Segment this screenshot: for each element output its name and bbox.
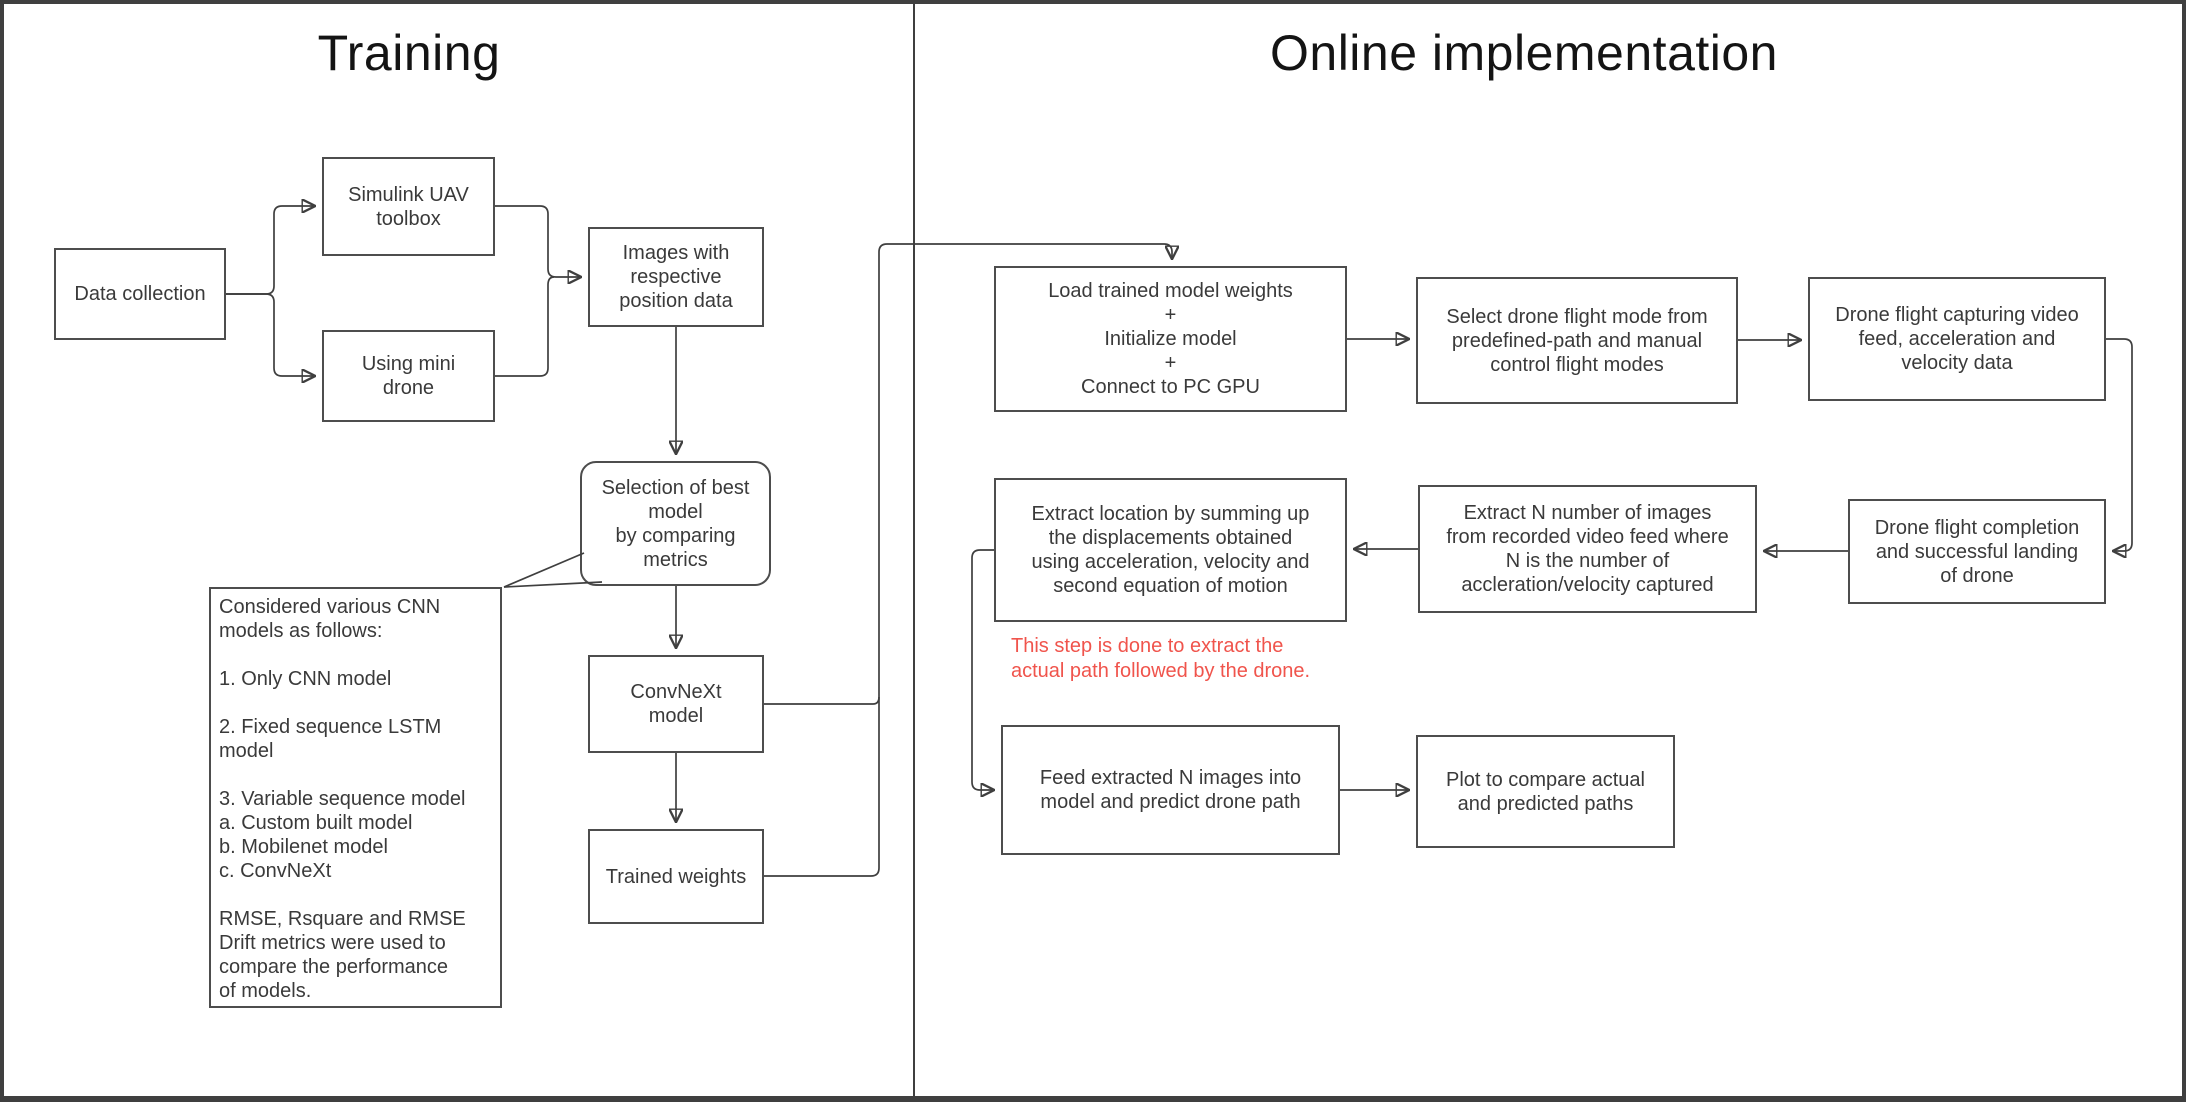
node-feed-images-predict: Feed extracted N images into model and p… bbox=[1001, 725, 1340, 855]
node-select-flight-mode: Select drone flight mode from predefined… bbox=[1416, 277, 1738, 404]
online-implementation-section-title: Online implementation bbox=[1270, 25, 1778, 81]
node-drone-flight-capture: Drone flight capturing video feed, accel… bbox=[1808, 277, 2106, 401]
red-annotation-actual-path: This step is done to extract the actual … bbox=[1011, 635, 1311, 682]
training-section-title: Training bbox=[317, 25, 501, 81]
connector-simulink-to-images bbox=[495, 205, 580, 277]
node-using-mini-drone: Using mini drone bbox=[322, 330, 495, 422]
node-images-with-position-data: Images with respective position data bbox=[588, 227, 764, 327]
node-load-model-weights: Load trained model weights + Initialize … bbox=[994, 266, 1347, 412]
node-convnext-model: ConvNeXt model bbox=[588, 655, 764, 753]
node-flight-completion: Drone flight completion and successful l… bbox=[1848, 499, 2106, 604]
node-extract-n-images: Extract N number of images from recorded… bbox=[1418, 485, 1757, 613]
note-considered-cnn-models: Considered various CNN models as follows… bbox=[209, 587, 502, 1008]
node-trained-weights: Trained weights bbox=[588, 829, 764, 924]
section-divider-line bbox=[913, 4, 915, 1096]
callout-tail-upper-line bbox=[503, 552, 585, 588]
connector-extractloc-to-feed bbox=[971, 549, 994, 790]
connector-minidrone-to-images bbox=[495, 276, 555, 377]
node-plot-compare-paths: Plot to compare actual and predicted pat… bbox=[1416, 735, 1675, 848]
connector-capture-to-completion bbox=[2106, 338, 2133, 551]
connector-datacollection-to-minidrone bbox=[226, 293, 314, 376]
node-simulink-uav-toolbox: Simulink UAV toolbox bbox=[322, 157, 495, 256]
connector-convnext-join-channel bbox=[764, 696, 880, 705]
node-data-collection: Data collection bbox=[54, 248, 226, 340]
node-extract-location: Extract location by summing up the displ… bbox=[994, 478, 1347, 622]
connector-datacollection-to-simulink bbox=[226, 206, 314, 295]
callout-selection-of-best-model: Selection of best model by comparing met… bbox=[580, 461, 771, 586]
